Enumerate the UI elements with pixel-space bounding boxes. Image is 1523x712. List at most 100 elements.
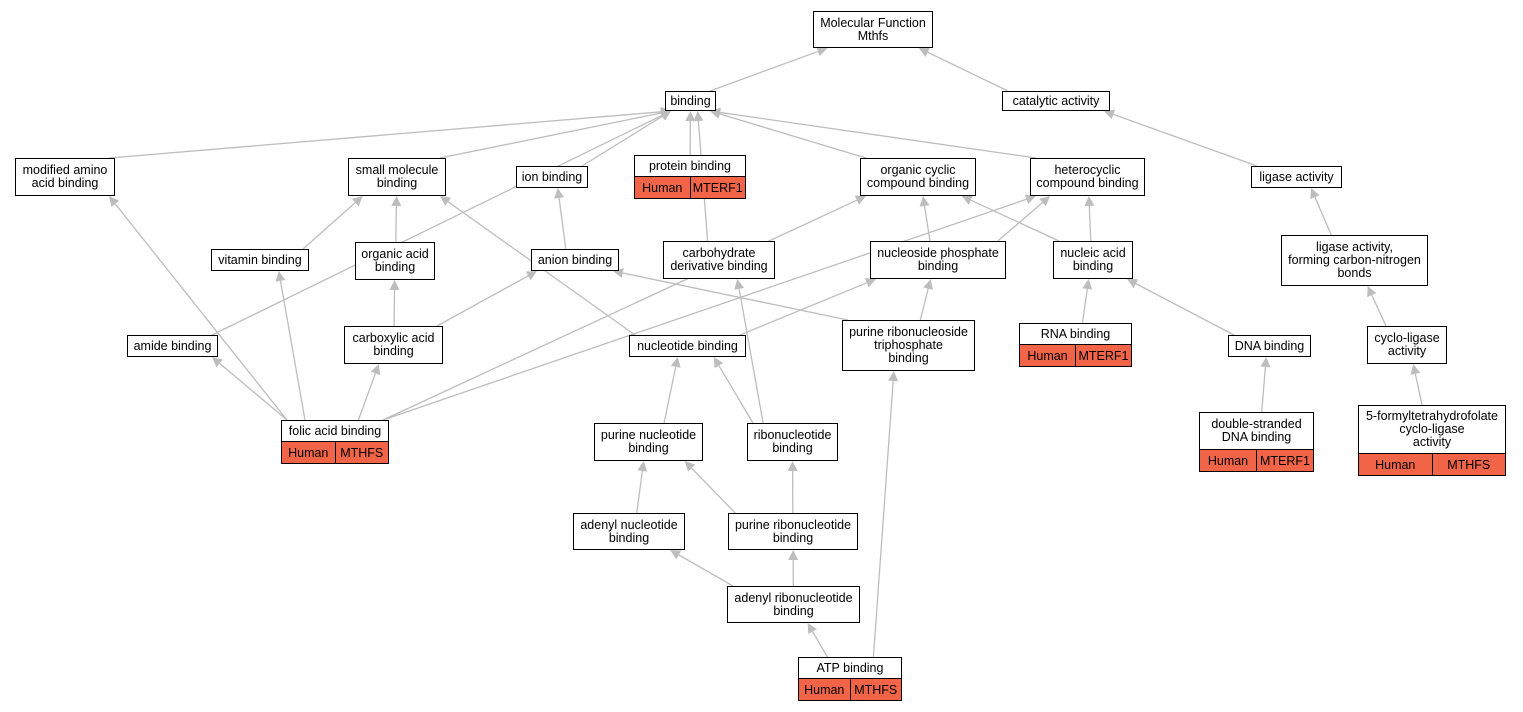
arrowhead-rna-to-nucacid [1082,279,1093,290]
arrowhead-carbox-to-orgacid [389,280,400,291]
arrowhead-catalytic-to-mf [918,47,930,57]
go-term-ion[interactable]: ion binding [516,166,588,188]
species-tag: Human [1027,348,1068,363]
edge-folic-to-modamino [114,203,288,421]
go-term-ligasecn[interactable]: ligase activity, forming carbon-nitrogen… [1281,235,1428,286]
edge-orgacid-to-smallmol [395,205,397,243]
go-term-vitamin[interactable]: vitamin binding [211,249,309,271]
arrowhead-folic-to-amide [212,357,223,368]
gene-tag: MTHFS [334,442,389,463]
edge-ion-to-binding [581,115,663,167]
go-term-adenylnuc[interactable]: adenyl nucleotide binding [573,513,685,550]
arrowhead-nucacid-to-orgcyclic [961,195,973,205]
arrowhead-vitamin-to-smallmol [351,196,363,207]
go-term-carbo[interactable]: carbohydrate derivative binding [663,241,775,279]
arrowhead-dna-to-nucacid [1127,279,1139,289]
go-term-carbox[interactable]: carboxylic acid binding [344,326,443,364]
gene-tag: MTERF1 [1075,345,1131,366]
edge-anion-to-ion [558,197,567,250]
edge-ligase-to-catalytic [1113,113,1258,167]
arrowhead-atp-to-purinetri [888,371,899,382]
go-term-purinetri[interactable]: purine ribonucleoside triphosphate bindi… [842,320,975,371]
go-term-modamino[interactable]: modified amino acid binding [15,158,115,196]
arrowhead-ligasecn-to-ligase [1310,188,1320,200]
arrowhead-nucleotide-to-smallmol [440,196,452,206]
arrowhead-ribonuc-to-carbo [734,279,745,290]
edge-binding-to-mf [709,50,819,92]
arrowhead-folic-to-vitamin [275,271,286,282]
arrowhead-nucphos-to-heterocyc [1039,196,1051,207]
arrowhead-ligase-to-catalytic [1104,109,1116,120]
go-term-purinenuc[interactable]: purine nucleotide binding [594,423,703,461]
go-term-nucphos[interactable]: nucleoside phosphate binding [870,241,1006,279]
go-term-orgacid[interactable]: organic acid binding [355,242,435,280]
go-term-ribonuc[interactable]: ribonucleotide binding [747,423,838,461]
go-term-nucleotide[interactable]: nucleotide binding [629,335,746,357]
annotation-row-rna: Human MTERF1 [1019,345,1132,367]
go-term-protein[interactable]: protein binding [634,155,746,177]
go-term-catalytic[interactable]: catalytic activity [1002,91,1110,111]
go-term-purineribo[interactable]: purine ribonucleotide binding [728,513,858,550]
arrowhead-carbox-to-anion [525,271,537,281]
edge-ligasecn-to-ligase [1314,196,1332,236]
edge-nucacid-to-orgcyclic [970,199,1060,242]
go-term-amide[interactable]: amide binding [127,335,218,357]
go-term-mf[interactable]: Molecular Function Mthfs [813,11,933,48]
edge-atp-to-adenylribo [812,631,828,658]
gene-tag: MTHFS [849,679,902,700]
edge-vitamin-to-smallmol [302,202,356,250]
arrowhead-nucacid-to-heterocyc [1084,196,1095,207]
go-term-cycloligase[interactable]: cyclo-ligase activity [1367,326,1447,364]
edge-purineribo-to-purinenuc [691,467,736,514]
arrowhead-adenylnuc-to-purinenuc [637,461,648,472]
go-term-smallmol[interactable]: small molecule binding [348,158,446,196]
gene-tag: MTERF1 [1256,450,1313,471]
go-term-anion[interactable]: anion binding [531,249,619,271]
edge-adenylribo-to-adenylnuc [678,554,734,587]
edge-atp-to-purinetri [872,380,894,658]
arrowhead-purinenuc-to-nucleotide [670,357,681,368]
gene-tag: MTHFS [1431,454,1506,475]
arrowhead-atp-to-adenylribo [807,623,817,635]
edge-folic-to-heterocyc [382,198,1027,421]
arrowhead-protein-to-binding [685,111,696,122]
arrowhead-formyl-to-cycloligase [1410,364,1421,375]
edge-folic-to-vitamin [279,280,306,421]
go-term-ligase[interactable]: ligase activity [1251,166,1342,188]
edge-dsdna-to-dna [1261,366,1267,413]
arrowhead-folic-to-carbox [370,364,381,376]
go-term-orgcyclic[interactable]: organic cyclic compound binding [860,158,976,196]
edge-formyl-to-cycloligase [1414,373,1423,406]
go-term-dsdna[interactable]: double-stranded DNA binding [1199,412,1314,450]
arrowhead-anion-to-ion [554,188,565,199]
arrowhead-heterocyc-to-binding [710,107,721,118]
go-term-dna[interactable]: DNA binding [1228,335,1311,357]
arrowhead-purineribo-to-purinenuc [684,461,696,472]
go-term-atp[interactable]: ATP binding [798,657,902,679]
go-term-adenylribo[interactable]: adenyl ribonucleotide binding [727,586,860,623]
arrowhead-adenylribo-to-adenylnuc [670,550,682,560]
edge-nucleotide-to-nucphos [739,282,868,336]
edge-orgcyclic-to-binding [719,113,867,159]
edge-purinenuc-to-nucleotide [663,366,677,424]
go-term-binding[interactable]: binding [665,91,716,111]
edge-rna-to-nucacid [1081,288,1088,324]
edge-cycloligase-to-ligasecn [1371,294,1387,327]
go-term-rna[interactable]: RNA binding [1019,323,1132,345]
edge-folic-to-carbox [357,373,377,421]
arrowhead-purinetri-to-nucphos [923,279,934,290]
go-term-formyl[interactable]: 5-formyltetrahydrofolate cyclo-ligase ac… [1358,405,1506,454]
arrowhead-nucleotide-to-nucphos [864,278,876,288]
go-term-folic[interactable]: folic acid binding [281,420,389,442]
arrowhead-purineribo-to-ribonuc [787,461,798,472]
arrowhead-folic-to-modamino [109,196,120,207]
arrowhead-folic-to-heterocyc [1024,194,1036,204]
go-term-heterocyc[interactable]: heterocyclic compound binding [1030,158,1145,196]
edge-purinetri-to-nucphos [919,288,929,321]
go-term-nucacid[interactable]: nucleic acid binding [1053,241,1133,279]
